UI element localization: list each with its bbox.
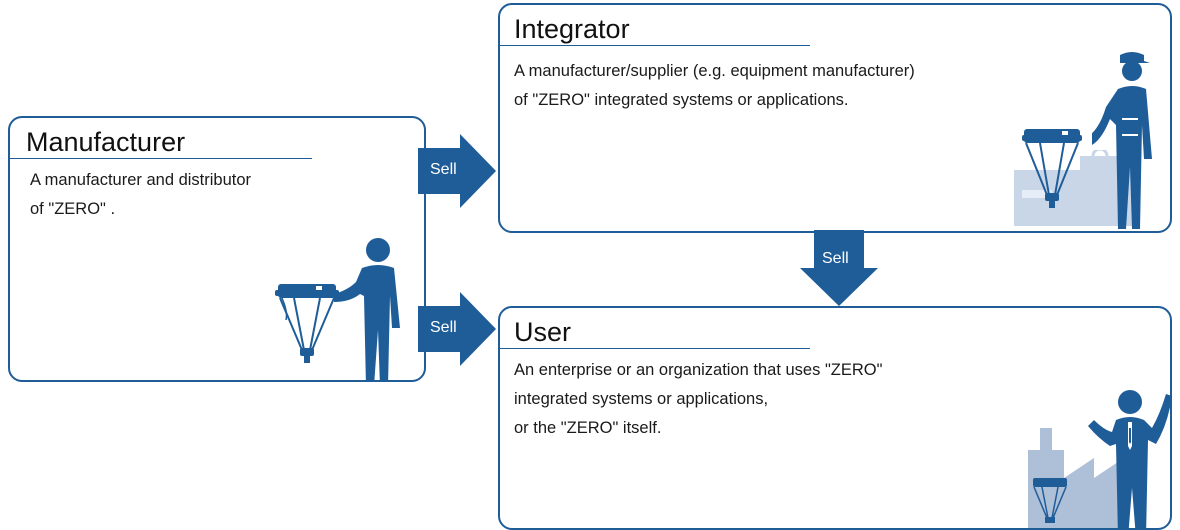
manufacturer-description: A manufacturer and distributor of "ZERO"… bbox=[30, 171, 252, 218]
manufacturer-title: Manufacturer bbox=[26, 127, 186, 157]
integrator-box: Integrator A manufacturer/supplier (e.g.… bbox=[498, 3, 1172, 233]
integrator-description: A manufacturer/supplier (e.g. equipment … bbox=[514, 62, 915, 109]
sell-arrow-integrator-to-user bbox=[800, 230, 878, 306]
manufacturer-box: Manufacturer A manufacturer and distribu… bbox=[8, 116, 426, 382]
user-title: User bbox=[514, 317, 572, 347]
integrator-title-rule bbox=[500, 45, 810, 46]
delta-robot-icon bbox=[1022, 129, 1082, 208]
factory-icon bbox=[1028, 428, 1124, 528]
sell-arrow-to-user bbox=[418, 292, 496, 366]
delta-robot-icon bbox=[1033, 478, 1067, 523]
user-box: User An enterprise or an organization th… bbox=[498, 306, 1172, 530]
businessman-icon bbox=[1088, 390, 1170, 528]
sell-arrow-to-integrator bbox=[418, 134, 496, 208]
user-description: An enterprise or an organization that us… bbox=[514, 361, 883, 437]
sell-label-to-user: Sell bbox=[430, 319, 457, 336]
person-icon bbox=[334, 238, 400, 380]
worker-icon bbox=[1092, 52, 1152, 229]
delta-robot-icon bbox=[275, 284, 339, 363]
integrator-title: Integrator bbox=[514, 14, 630, 44]
sell-label-to-integrator: Sell bbox=[430, 161, 457, 178]
sell-label-integrator-to-user: Sell bbox=[822, 250, 849, 267]
user-title-rule bbox=[500, 348, 810, 349]
manufacturer-title-rule bbox=[10, 158, 312, 159]
